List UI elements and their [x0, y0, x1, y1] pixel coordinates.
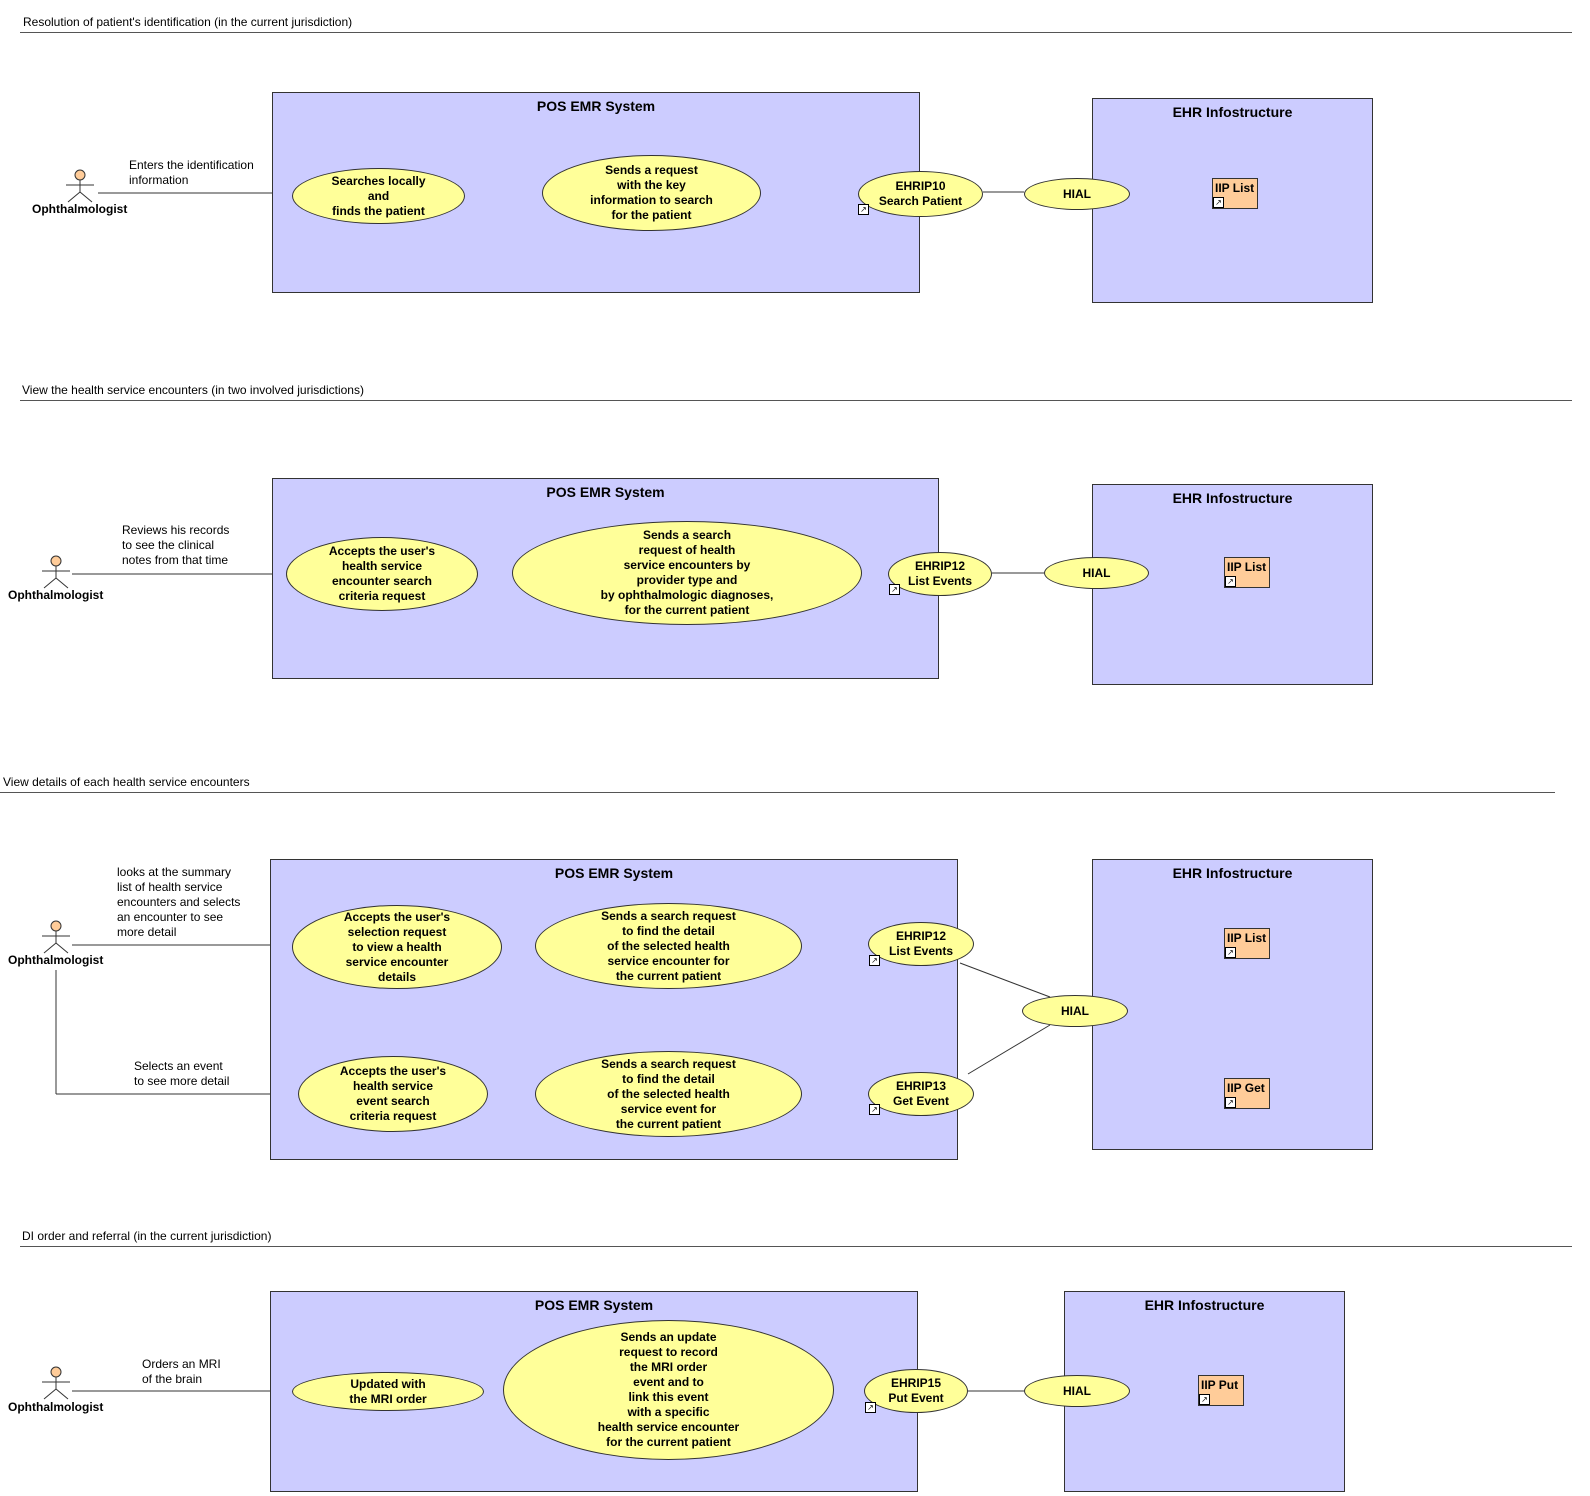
section-title: View details of each health service enco… [3, 775, 250, 789]
use-case-hial[interactable]: HIAL [1044, 557, 1149, 589]
link-arrow-icon[interactable]: ↗ [858, 204, 869, 215]
link-arrow-icon[interactable]: ↗ [869, 955, 880, 966]
actor-stick-figure-icon [42, 1366, 70, 1400]
section-divider [20, 1246, 1572, 1247]
action-note: Orders an MRI of the brain [142, 1357, 221, 1386]
use-case-request[interactable]: Sends a search request of health service… [512, 521, 862, 625]
link-arrow-icon[interactable]: ↗ [869, 1104, 880, 1115]
use-case-local[interactable]: Searches locally and finds the patient [292, 168, 465, 224]
section-divider [20, 32, 1572, 33]
actor-label: Ophthalmologist [8, 953, 104, 967]
section-title: Resolution of patient's identification (… [23, 15, 353, 29]
actor-stick-figure-icon [66, 169, 94, 203]
use-case-interaction-2[interactable]: EHRIP13 Get Event [868, 1072, 974, 1116]
link-arrow-icon[interactable]: ↗ [1225, 576, 1236, 587]
box-title: POS EMR System [546, 484, 665, 500]
section-divider [20, 400, 1572, 401]
use-case-request[interactable]: Sends a search request to find the detai… [535, 903, 802, 989]
use-case-request-2[interactable]: Sends a search request to find the detai… [535, 1051, 802, 1137]
use-case-hial[interactable]: HIAL [1022, 995, 1128, 1027]
box-title: EHR Infostructure [1144, 1297, 1265, 1313]
use-case-local[interactable]: Accepts the user's selection request to … [292, 905, 502, 989]
section-divider [0, 792, 1555, 793]
action-note: Selects an event to see more detail [134, 1059, 230, 1088]
use-case-request[interactable]: Sends an update request to record the MR… [503, 1320, 834, 1460]
box-title: EHR Infostructure [1172, 490, 1293, 506]
link-arrow-icon[interactable]: ↗ [1225, 1097, 1236, 1108]
link-arrow-icon[interactable]: ↗ [1199, 1394, 1210, 1405]
actor-label: Ophthalmologist [32, 202, 128, 216]
use-case-hial[interactable]: HIAL [1024, 1375, 1130, 1407]
link-arrow-icon[interactable]: ↗ [1225, 947, 1236, 958]
action-note: Enters the identification information [129, 158, 254, 187]
use-case-hial[interactable]: HIAL [1024, 178, 1130, 210]
use-case-interaction[interactable]: EHRIP15 Put Event [864, 1369, 968, 1413]
link-arrow-icon[interactable]: ↗ [889, 584, 900, 595]
use-case-local[interactable]: Accepts the user's health service encoun… [286, 537, 478, 611]
actor-label: Ophthalmologist [8, 588, 104, 602]
use-case-interaction[interactable]: EHRIP12 List Events [868, 922, 974, 966]
actor-stick-figure-icon [42, 920, 70, 954]
link-arrow-icon[interactable]: ↗ [1213, 197, 1224, 208]
box-title: EHR Infostructure [1172, 104, 1293, 120]
box-title: POS EMR System [534, 1297, 654, 1313]
box-title: POS EMR System [554, 865, 674, 881]
box-title: EHR Infostructure [1172, 865, 1293, 881]
box-title: POS EMR System [536, 98, 656, 114]
link-arrow-icon[interactable]: ↗ [865, 1402, 876, 1413]
use-case-interaction[interactable]: EHRIP10 Search Patient [858, 171, 983, 217]
actor-label: Ophthalmologist [8, 1400, 104, 1414]
section-title: View the health service encounters (in t… [22, 383, 364, 397]
action-note: looks at the summary list of health serv… [117, 865, 241, 939]
action-note: Reviews his records to see the clinical … [122, 523, 230, 567]
use-case-local[interactable]: Updated with the MRI order [292, 1372, 484, 1411]
use-case-request[interactable]: Sends a request with the key information… [542, 155, 761, 231]
section-title: DI order and referral (in the current ju… [22, 1229, 272, 1243]
actor-stick-figure-icon [42, 555, 70, 589]
use-case-local-2[interactable]: Accepts the user's health service event … [298, 1056, 488, 1132]
use-case-interaction[interactable]: EHRIP12 List Events [888, 552, 992, 596]
